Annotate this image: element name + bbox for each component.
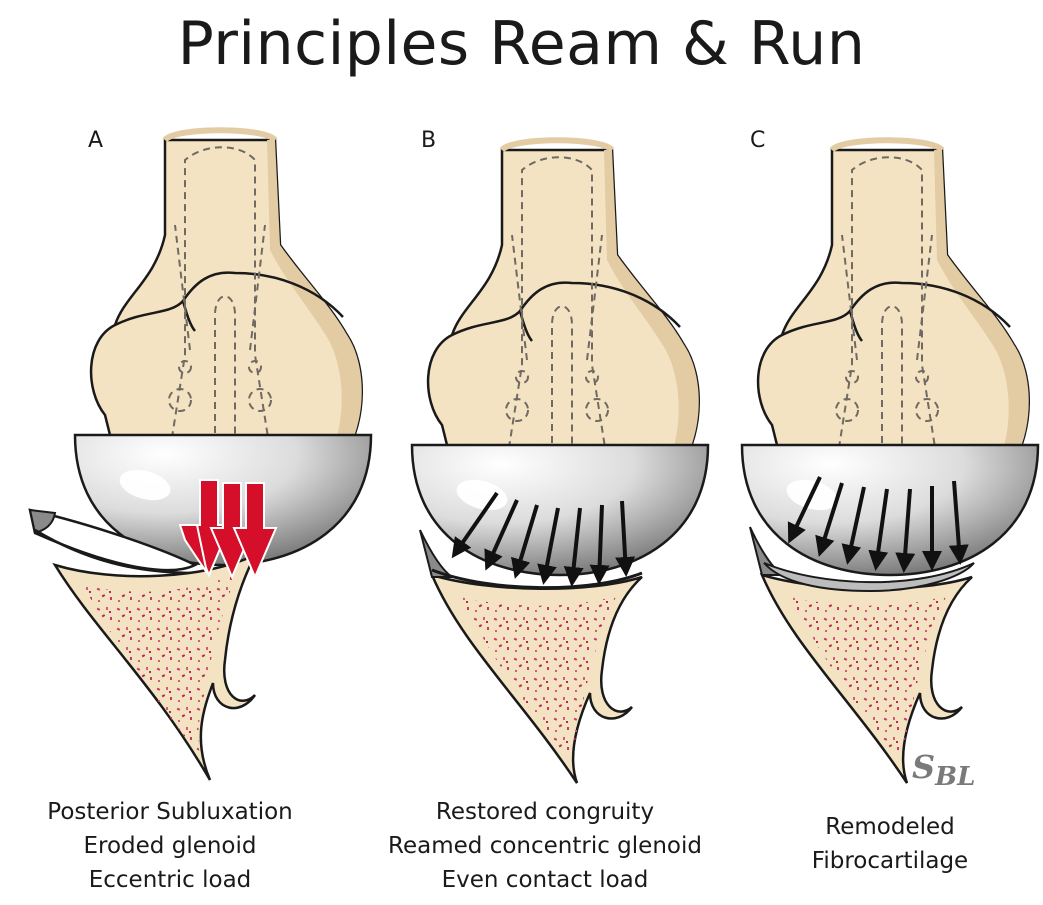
caption-line: Remodeled	[710, 810, 1043, 844]
panel-c	[742, 140, 1038, 783]
panel-a	[30, 130, 371, 780]
panel-a-letter: A	[88, 128, 103, 154]
panel-b-letter: B	[421, 128, 436, 154]
panel-b	[412, 140, 708, 783]
caption-line: Eroded glenoid	[0, 829, 350, 863]
signature-main: S	[912, 748, 935, 786]
panel-b-caption: Restored congruity Reamed concentric gle…	[365, 795, 725, 897]
caption-line: Fibrocartilage	[710, 844, 1043, 878]
panel-c-caption: Remodeled Fibrocartilage	[710, 810, 1043, 878]
caption-line: Posterior Subluxation	[0, 795, 350, 829]
panel-c-letter: C	[750, 128, 765, 154]
signature-sub: BL	[935, 762, 975, 792]
author-signature: SBL	[912, 748, 975, 792]
caption-line: Reamed concentric glenoid	[365, 829, 725, 863]
caption-line: Even contact load	[365, 863, 725, 897]
panel-a-caption: Posterior Subluxation Eroded glenoid Ecc…	[0, 795, 350, 897]
caption-line: Eccentric load	[0, 863, 350, 897]
caption-line: Restored congruity	[365, 795, 725, 829]
